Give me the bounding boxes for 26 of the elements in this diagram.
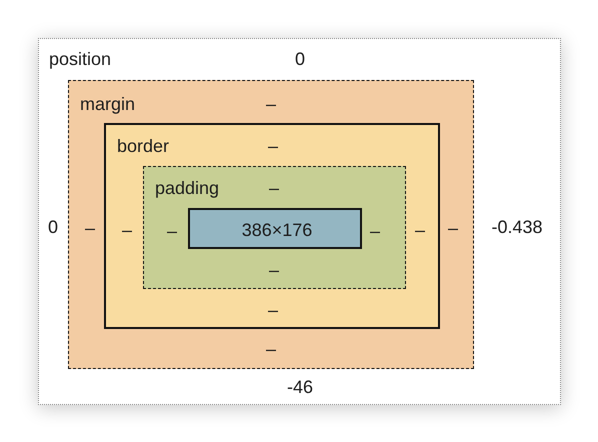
layer-label: padding <box>155 179 220 197</box>
layer-label: border <box>117 137 170 155</box>
side-value: -46 <box>287 378 313 396</box>
side-value: – <box>448 219 458 237</box>
side-value: – <box>415 221 425 239</box>
layer-label: position <box>49 50 112 68</box>
side-value: 0 <box>48 218 58 236</box>
side-value: – <box>269 261 279 279</box>
size-value: 386×176 <box>242 221 312 239</box>
side-value: – <box>269 179 279 197</box>
side-value: – <box>268 137 278 155</box>
side-value: – <box>122 221 132 239</box>
outer-panel <box>38 38 561 405</box>
side-value: 0 <box>295 50 305 68</box>
side-value: – <box>167 222 177 240</box>
side-value: -0.438 <box>491 218 543 236</box>
side-value: – <box>266 340 276 358</box>
outer-layer <box>68 80 474 369</box>
side-value: – <box>370 222 380 240</box>
side-value: – <box>266 95 276 113</box>
middle-layer <box>104 123 440 329</box>
inner-layer <box>143 166 406 289</box>
content-box <box>188 208 362 249</box>
layer-label: margin <box>80 95 136 113</box>
side-value: – <box>85 219 95 237</box>
side-value: – <box>268 301 278 319</box>
